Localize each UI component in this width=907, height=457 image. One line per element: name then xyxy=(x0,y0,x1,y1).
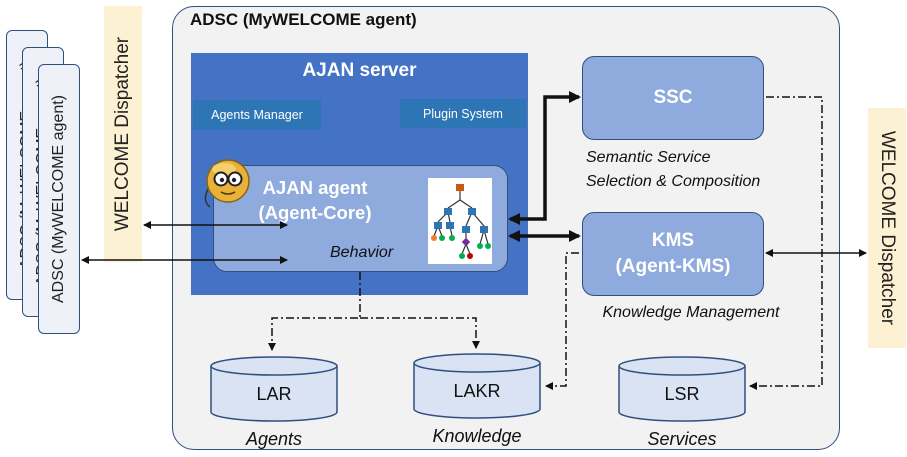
right-dispatcher: WELCOME Dispatcher xyxy=(868,108,906,348)
right-dispatcher-label: WELCOME Dispatcher xyxy=(877,130,898,326)
lar-cylinder xyxy=(210,356,338,422)
lsr-cylinder xyxy=(618,356,746,422)
lakr-cylinder xyxy=(413,353,541,419)
lakr-caption: Knowledge xyxy=(432,426,522,446)
lakr-label: LAKR xyxy=(453,381,501,401)
ssc-label: SSC xyxy=(653,87,693,108)
lar-caption: Agents xyxy=(245,429,303,449)
kms-box: KMS (Agent-KMS) xyxy=(582,212,764,296)
kms-label-line2: (Agent-KMS) xyxy=(615,256,731,277)
lsr-label: LSR xyxy=(664,384,700,404)
ssc-caption: Semantic Service Selection & Composition xyxy=(578,146,808,194)
lsr-caption: Services xyxy=(647,429,717,449)
ajan-server-title: AJAN server xyxy=(302,60,417,81)
kms-caption: Knowledge Management xyxy=(602,304,780,321)
left-dispatcher: WELCOME Dispatcher xyxy=(104,6,142,262)
ajan-agent-title: AJAN agent (Agent-Core) xyxy=(250,175,380,225)
ajan-agent-title-line2: (Agent-Core) xyxy=(258,202,372,223)
behavior-label: Behavior xyxy=(330,244,394,261)
behavior-tree-icon xyxy=(431,184,491,259)
plugin-system-box: Plugin System xyxy=(400,99,526,128)
agents-manager-box: Agents Manager xyxy=(193,100,321,130)
ssc-caption-line2: Selection & Composition xyxy=(586,173,761,190)
adsc-stack-card-front: ADSC (MyWELCOME agent) xyxy=(38,64,80,334)
kms-label-line1: KMS xyxy=(651,230,695,251)
adsc-stack-card-label: ADSC (MyWELCOME agent) xyxy=(50,94,67,304)
left-dispatcher-label: WELCOME Dispatcher xyxy=(112,36,133,232)
adsc-container-title: ADSC (MyWELCOME agent) xyxy=(190,10,417,29)
agent-face-icon xyxy=(204,159,250,208)
lar-label: LAR xyxy=(256,384,292,404)
ssc-box: SSC xyxy=(582,56,764,140)
ssc-caption-line1: Semantic Service xyxy=(586,149,711,166)
ajan-agent-title-line1: AJAN agent xyxy=(262,177,368,198)
